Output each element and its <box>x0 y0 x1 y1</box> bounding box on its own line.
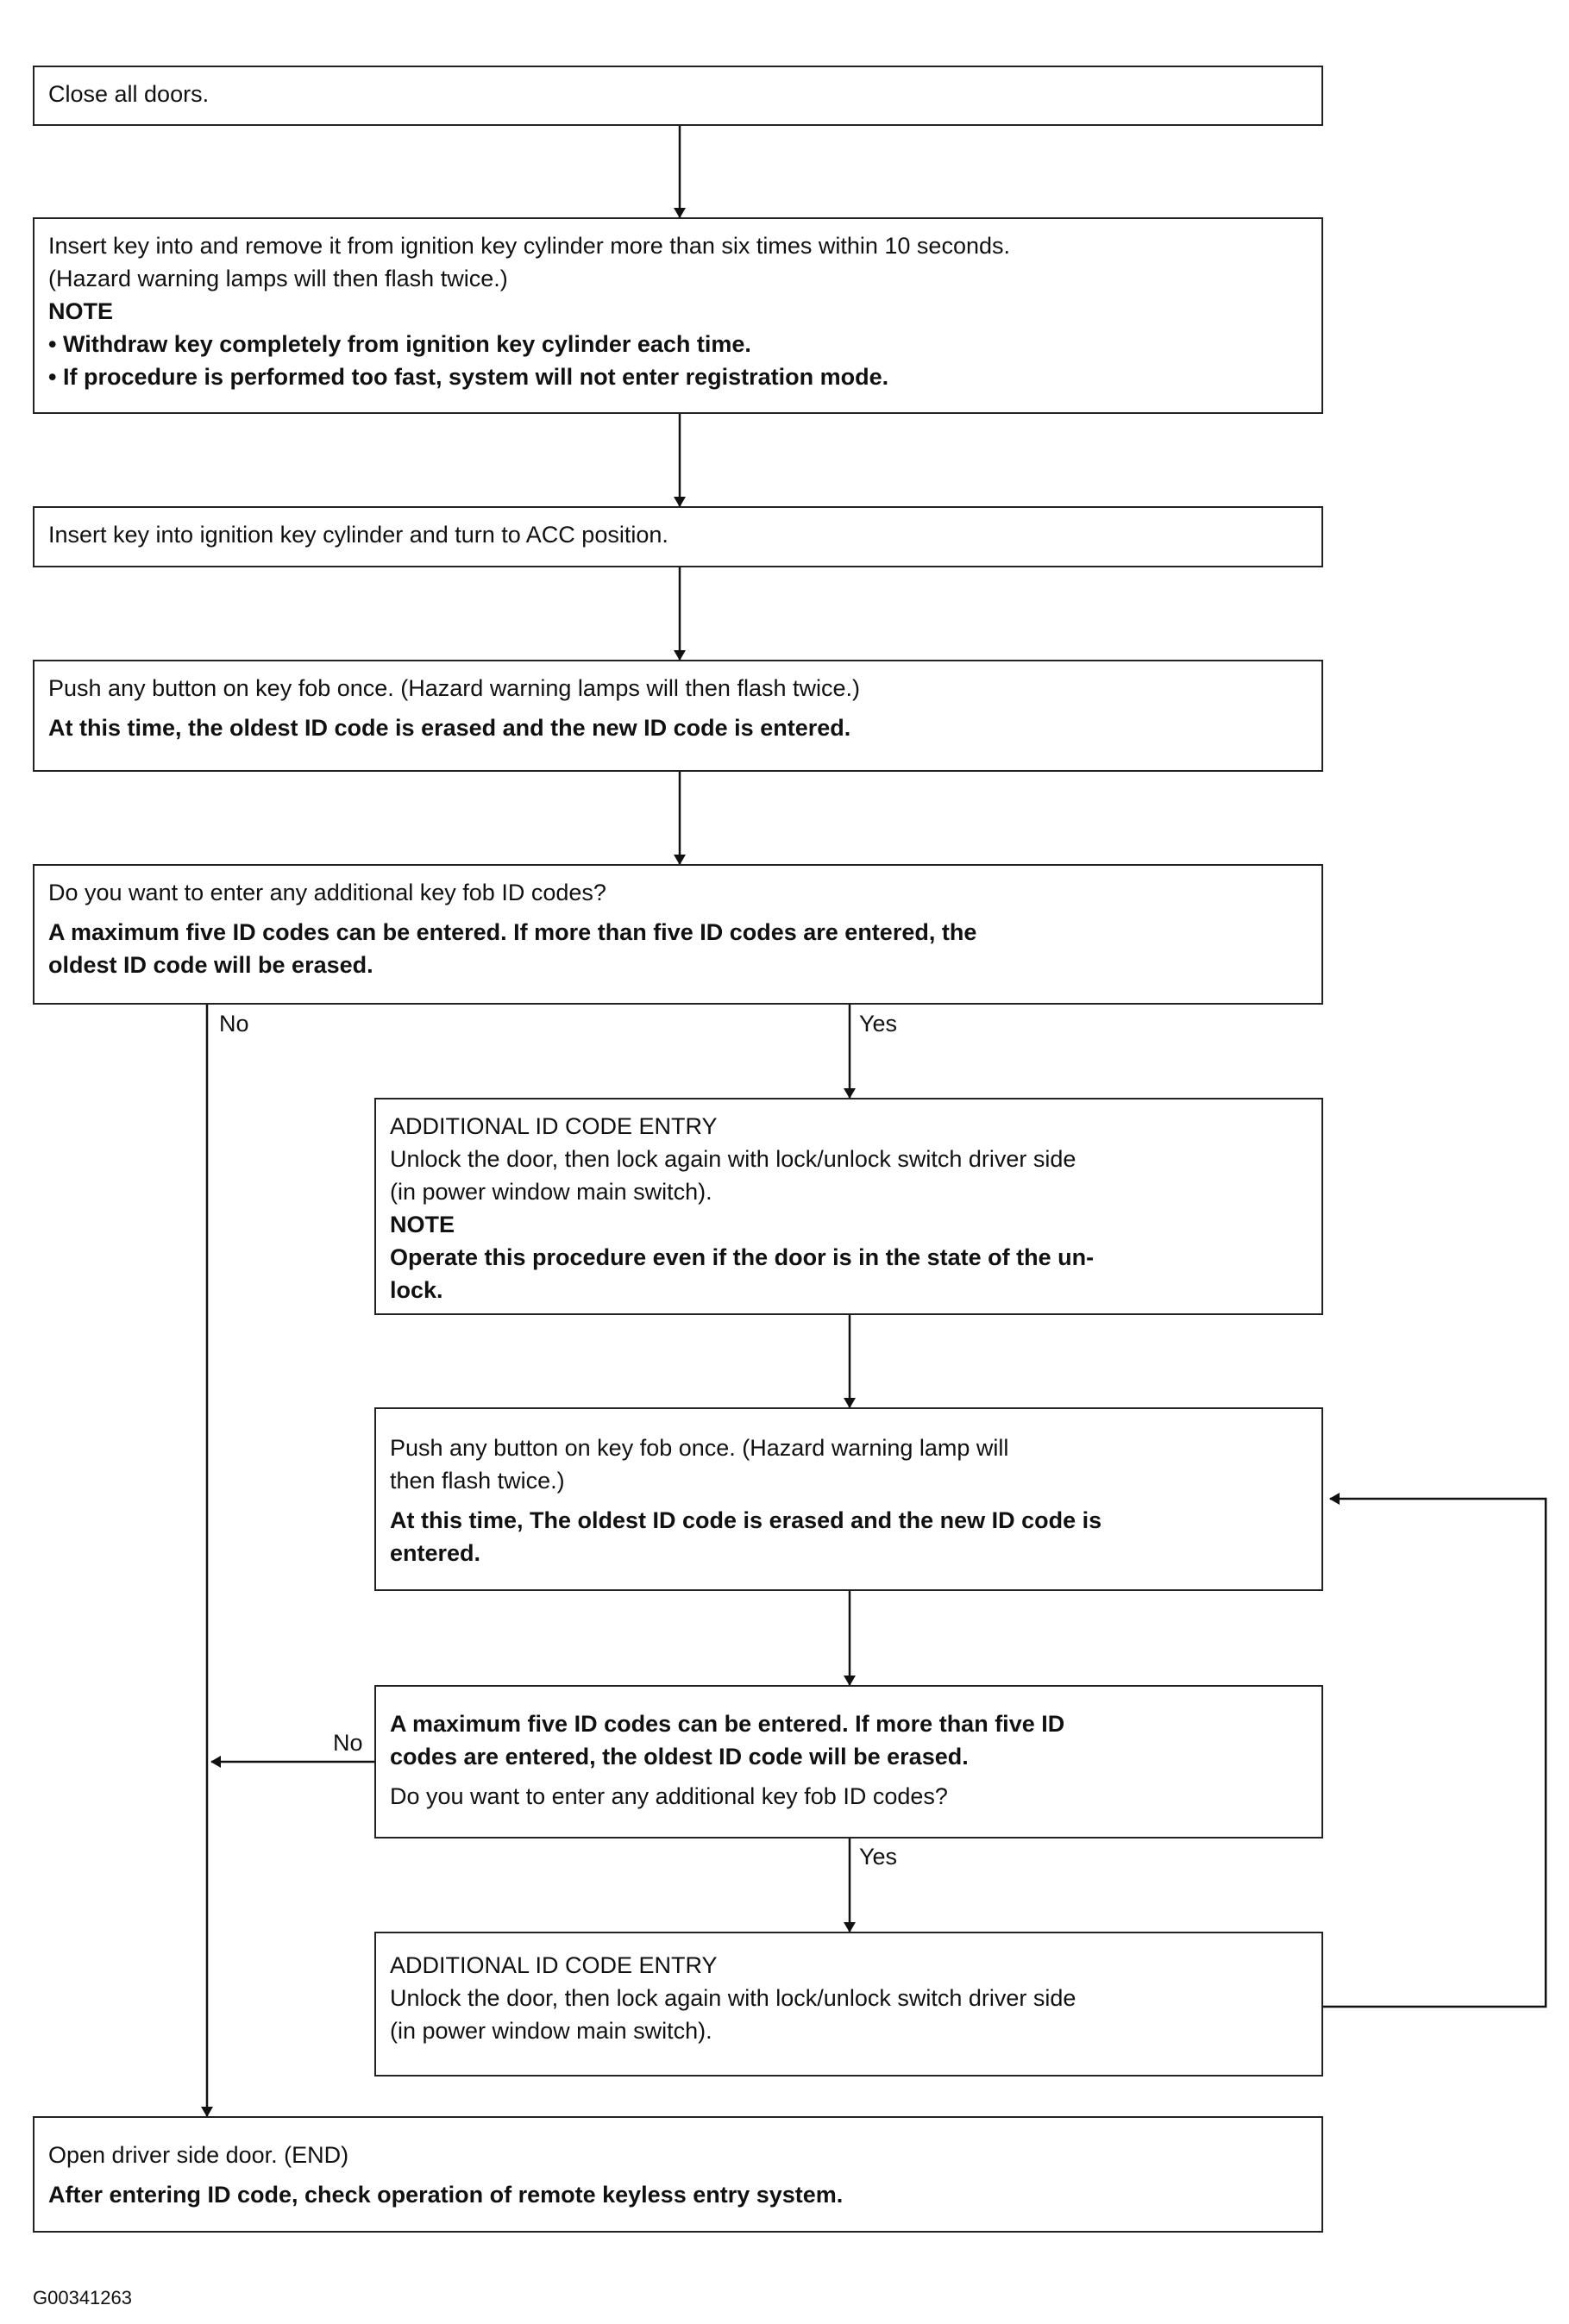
step-open-driver-door-end: Open driver side door. (END) After enter… <box>33 2116 1323 2233</box>
step-text: Unlock the door, then lock again with lo… <box>390 1146 1076 1172</box>
no-label: No <box>219 1011 249 1037</box>
decision-additional-codes: Do you want to enter any additional key … <box>33 864 1323 1005</box>
step-text: (in power window main switch). <box>390 2018 712 2044</box>
yes-label: Yes <box>859 1011 898 1037</box>
step-text: (Hazard warning lamps will then flash tw… <box>48 266 508 291</box>
loop-back-line <box>1323 1493 1547 2008</box>
step-text: Insert key into and remove it from ignit… <box>48 233 1010 259</box>
step-text: Push any button on key fob once. (Hazard… <box>48 675 860 701</box>
question-text: Do you want to enter any additional key … <box>48 880 606 905</box>
step-bold-text: entered. <box>390 1540 481 1566</box>
decision-additional-codes-again: A maximum five ID codes can be entered. … <box>374 1685 1323 1839</box>
no-label-second: No <box>333 1730 363 1756</box>
step-text: (in power window main switch). <box>390 1179 712 1205</box>
step-text: Insert key into ignition key cylinder an… <box>48 522 668 548</box>
note-bullet: • Withdraw key completely from ignition … <box>48 331 751 357</box>
yes-label-second: Yes <box>859 1844 898 1870</box>
step-additional-code-entry: ADDITIONAL ID CODE ENTRY Unlock the door… <box>374 1098 1323 1315</box>
step-text: Close all doors. <box>48 81 210 107</box>
figure-id: G00341263 <box>33 2287 132 2308</box>
step-insert-remove-key: Insert key into and remove it from ignit… <box>33 217 1323 414</box>
step-text: Push any button on key fob once. (Hazard… <box>390 1435 1009 1461</box>
question-bold-text: oldest ID code will be erased. <box>48 952 373 978</box>
step-text: Unlock the door, then lock again with lo… <box>390 1985 1076 2011</box>
note-title: NOTE <box>390 1212 455 1237</box>
question-bold-text: A maximum five ID codes can be entered. … <box>390 1711 1065 1737</box>
note-text: Operate this procedure even if the door … <box>390 1244 1095 1270</box>
question-bold-text: A maximum five ID codes can be entered. … <box>48 919 977 945</box>
step-bold-text: At this time, The oldest ID code is eras… <box>390 1507 1102 1533</box>
step-text: Open driver side door. (END) <box>48 2142 349 2168</box>
step-close-doors: Close all doors. <box>33 66 1323 126</box>
note-bullet: • If procedure is performed too fast, sy… <box>48 364 889 390</box>
question-bold-text: codes are entered, the oldest ID code wi… <box>390 1744 969 1770</box>
step-additional-code-entry-again: ADDITIONAL ID CODE ENTRY Unlock the door… <box>374 1932 1323 2077</box>
note-text: lock. <box>390 1277 443 1303</box>
question-text: Do you want to enter any additional key … <box>390 1783 948 1809</box>
step-turn-to-acc: Insert key into ignition key cylinder an… <box>33 506 1323 567</box>
note-title: NOTE <box>48 298 114 324</box>
step-bold-text: At this time, the oldest ID code is eras… <box>48 715 851 741</box>
entry-title: ADDITIONAL ID CODE ENTRY <box>390 1952 718 1978</box>
step-push-key-fob: Push any button on key fob once. (Hazard… <box>33 660 1323 772</box>
step-push-key-fob-again: Push any button on key fob once. (Hazard… <box>374 1407 1323 1591</box>
step-text: then flash twice.) <box>390 1468 565 1494</box>
entry-title: ADDITIONAL ID CODE ENTRY <box>390 1113 718 1139</box>
step-bold-text: After entering ID code, check operation … <box>48 2182 844 2208</box>
